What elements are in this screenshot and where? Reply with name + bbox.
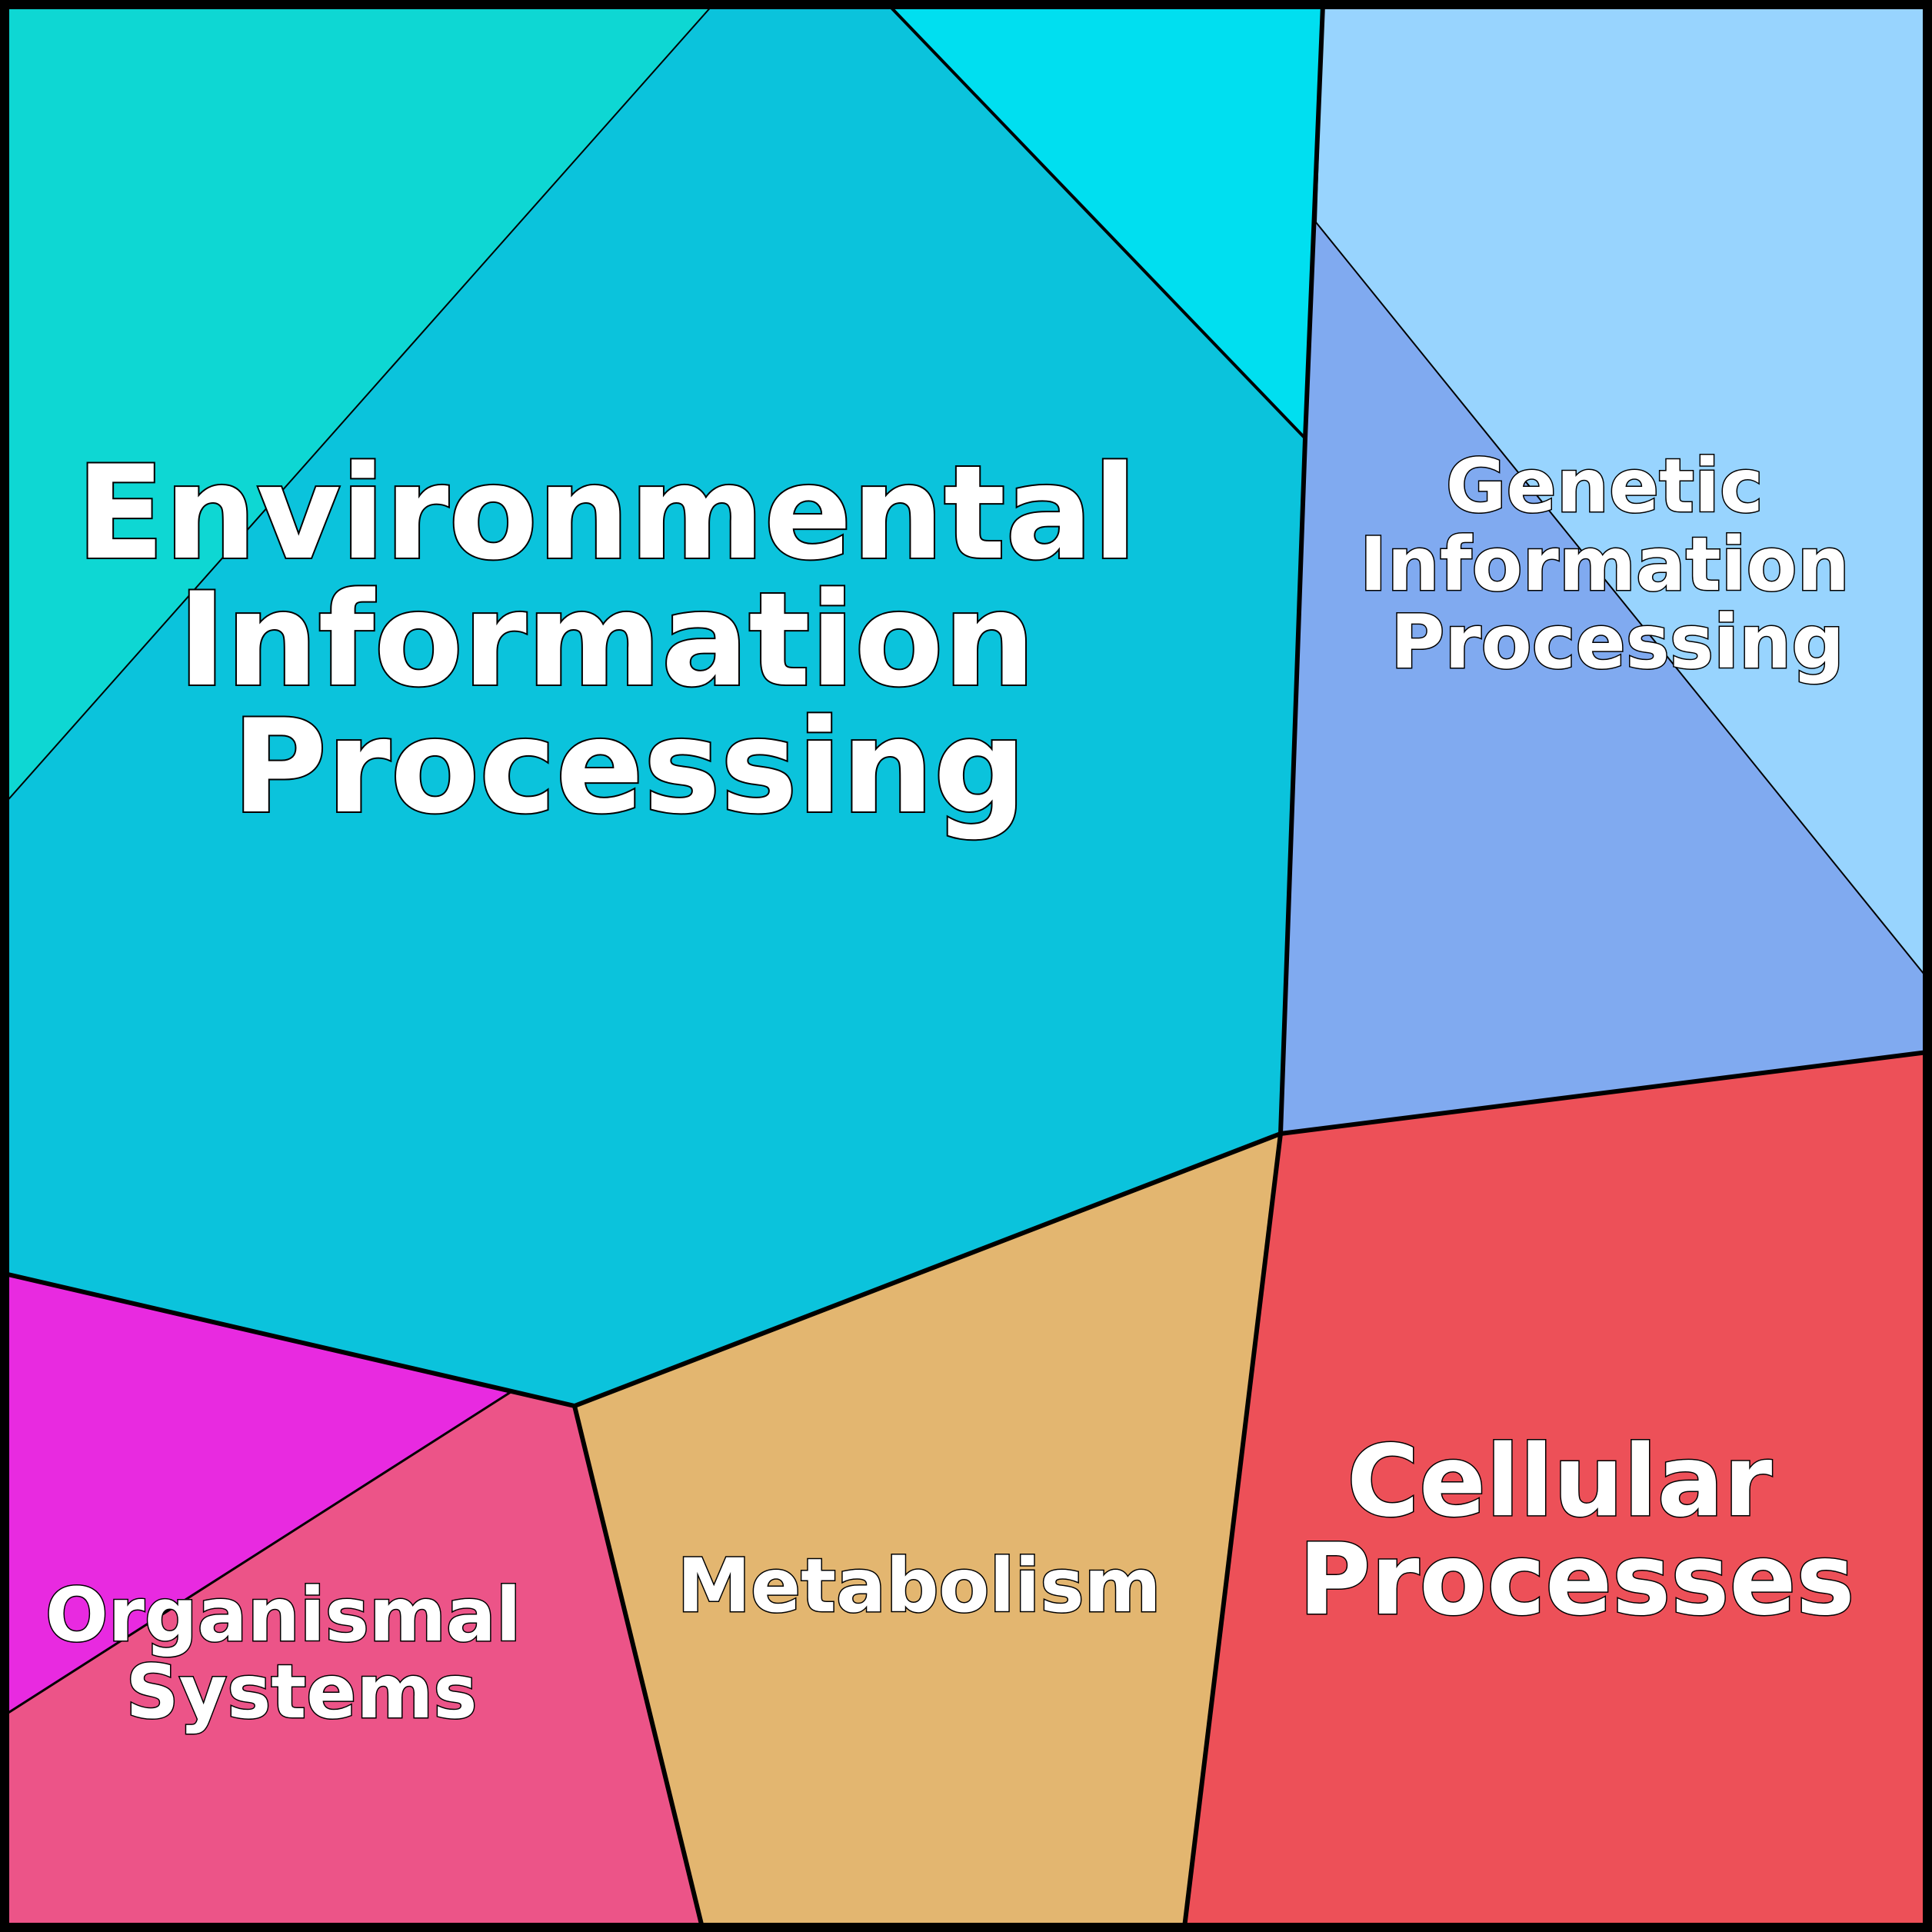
cell-cellular-main (1184, 1052, 1927, 1927)
label-organismal-line-1: Organismal (45, 1572, 521, 1658)
label-environmental-line-2: Information (178, 565, 1035, 715)
cell-environmental (4, 2, 1325, 1406)
cell-metabolism-main (575, 1134, 1281, 1927)
label-metabolism-line-1: Metabolism (678, 1543, 1161, 1629)
label-cellular: Cellular Processes (1299, 1424, 1855, 1637)
label-organismal: Organismal Systems (45, 1572, 547, 1735)
cell-metabolism (575, 1134, 1281, 1927)
label-metabolism: Metabolism (678, 1543, 1161, 1629)
label-genetic: Genetic Information Processing (1360, 443, 1875, 685)
label-genetic-line-3: Processing (1391, 599, 1844, 685)
label-environmental-line-3: Processing (232, 691, 1026, 842)
cell-organismal (3, 1272, 702, 1927)
category-borders (4, 4, 1928, 1928)
label-environmental: Environmental Information Processing (76, 438, 1182, 842)
cell-cellular (1184, 1052, 1927, 1927)
label-cellular-line-2: Processes (1299, 1523, 1855, 1637)
label-genetic-line-2: Information (1360, 521, 1850, 608)
label-cellular-line-1: Cellular (1347, 1424, 1772, 1539)
cell-genetic (1281, 4, 1928, 1134)
label-environmental-line-1: Environmental (76, 438, 1137, 588)
label-organismal-line-2: Systems (125, 1649, 477, 1735)
label-genetic-line-1: Genetic (1446, 443, 1764, 529)
